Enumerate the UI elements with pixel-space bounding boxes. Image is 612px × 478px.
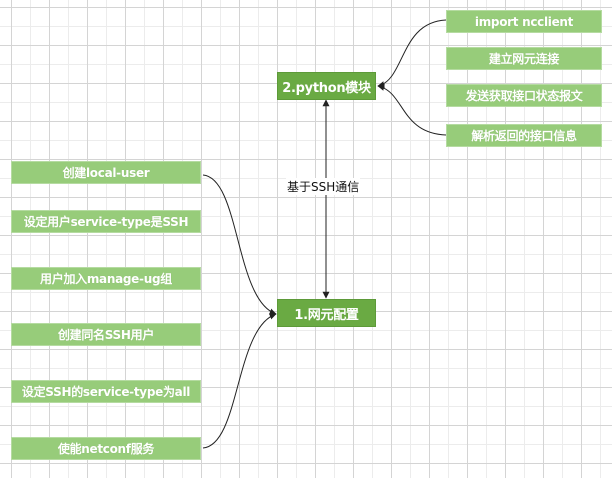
network-step-create-local-user[interactable]: 创建local-user <box>11 161 201 184</box>
ssh-link-label: 基于SSH通信 <box>286 178 361 195</box>
edge-parse-interface <box>377 83 447 136</box>
edge-import-ncclient <box>377 19 447 89</box>
hub-network-config[interactable]: 1.网元配置 <box>277 299 376 327</box>
network-step-create-ssh-user[interactable]: 创建同名SSH用户 <box>11 323 201 346</box>
python-step-connect[interactable]: 建立网元连接 <box>446 47 602 70</box>
edge-enable-netconf <box>202 312 277 449</box>
python-step-send-request[interactable]: 发送获取接口状态报文 <box>446 84 602 107</box>
network-step-enable-netconf[interactable]: 使能netconf服务 <box>11 437 201 460</box>
hub-python-module[interactable]: 2.python模块 <box>277 72 376 100</box>
network-step-service-type-ssh[interactable]: 设定用户service-type是SSH <box>11 210 201 233</box>
python-step-parse-response[interactable]: 解析返回的接口信息 <box>446 124 602 147</box>
edge-create-local-user <box>202 174 277 316</box>
network-step-join-manage-ug[interactable]: 用户加入manage-ug组 <box>11 267 201 290</box>
python-step-import-ncclient[interactable]: import ncclient <box>446 10 602 33</box>
network-step-ssh-service-type-all[interactable]: 设定SSH的service-type为all <box>11 380 201 403</box>
